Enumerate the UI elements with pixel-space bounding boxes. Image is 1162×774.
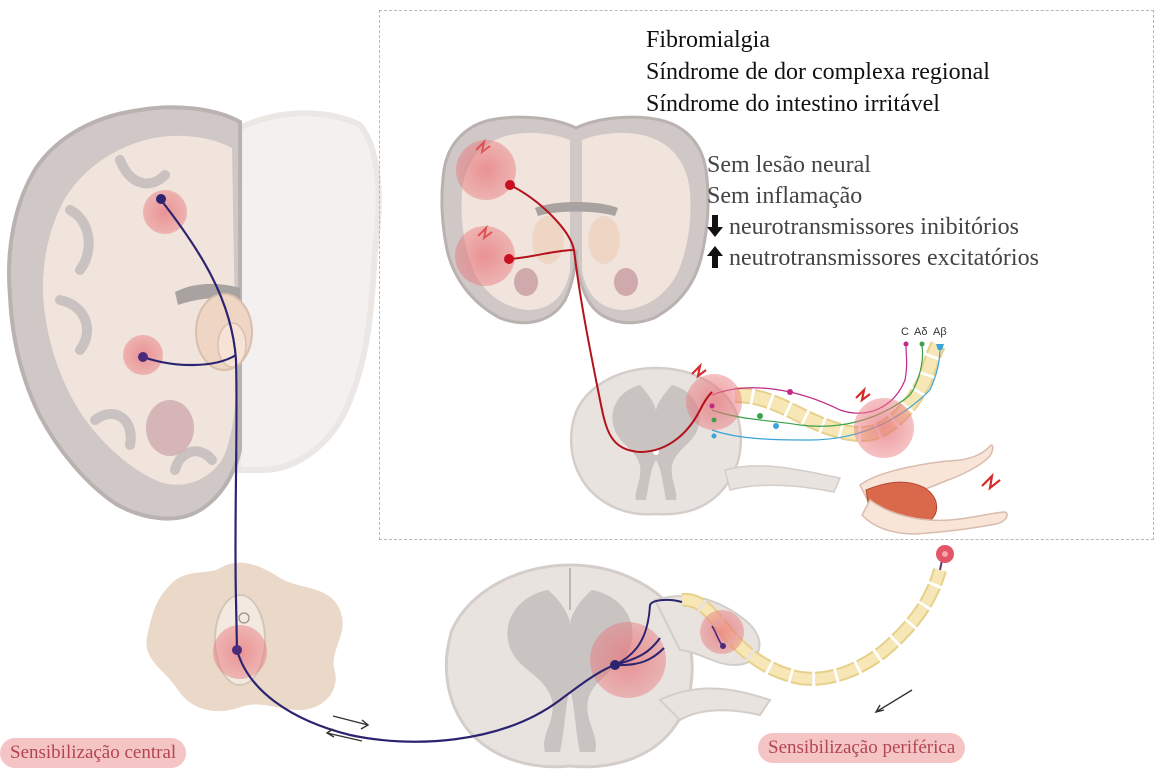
pathway-node-brainstem [232,645,242,655]
arrow-nerve-direction-icon [876,690,912,712]
neurotransmitter-label: neutrotransmissores excitatórios [729,245,1039,271]
peripheral-sensitization-label: Sensibilização periférica [758,733,965,763]
brain-large-hippocampus [146,400,194,456]
features-list: Sem lesão neural Sem inflamação neurotra… [707,150,1039,274]
feature-item: Sem inflamação [707,181,1039,212]
condition-item: Síndrome do intestino irritável [646,88,990,120]
pathway-node-deep [138,352,148,362]
nociceptor-terminal-dots [942,551,948,557]
condition-item: Fibromialgia [646,24,990,56]
pathway-node-cortex [156,194,166,204]
fiber-label-a-delta: Aδ [914,326,927,338]
neurotransmitter-row-up: neutrotransmissores excitatórios [707,243,1039,274]
spinal-cord-large-ventral-root [660,688,770,720]
pathway-node-drg [720,643,726,649]
brain-large-ghost-hemisphere [238,113,379,470]
pathway-node-spinal [610,660,620,670]
neurotransmitter-label: neurotransmissores inibitórios [729,214,1019,240]
up-arrow-icon [707,246,723,268]
condition-item: Síndrome de dor complexa regional [646,56,990,88]
central-sensitization-label: Sensibilização central [0,738,186,768]
neurotransmitter-row-down: neurotransmissores inibitórios [707,212,1039,243]
fiber-label-c: C [901,326,909,338]
arrow-right-icon [333,716,368,729]
conditions-list: Fibromialgia Síndrome de dor complexa re… [646,24,990,120]
fiber-label-a-beta: Aβ [933,326,947,338]
brain-large [9,107,379,518]
feature-item: Sem lesão neural [707,150,1039,181]
down-arrow-icon [707,215,723,237]
